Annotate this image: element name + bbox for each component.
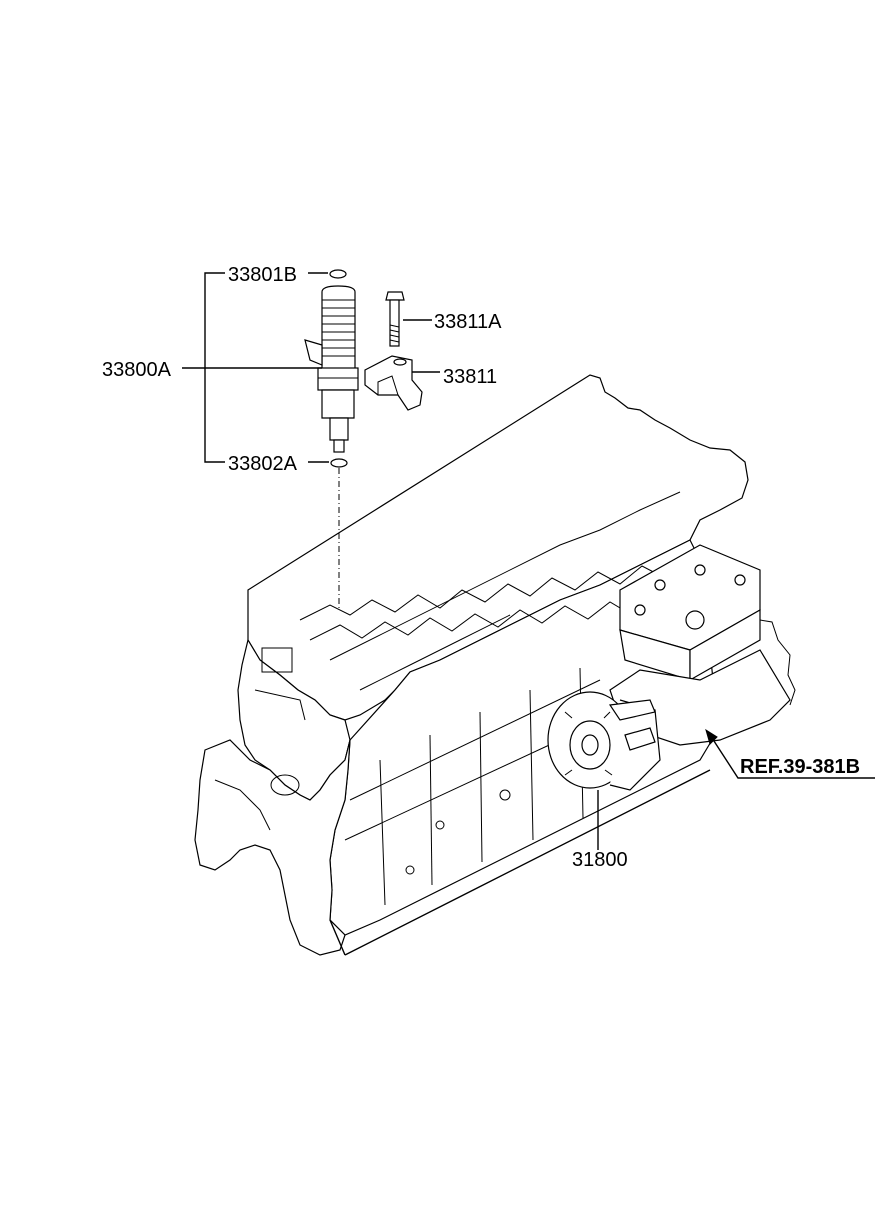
reference-label: REF.39-381B [740, 756, 860, 778]
clamp-bolt [385, 291, 405, 347]
callout-33811A: 33811A [434, 311, 502, 333]
callout-33801B: 33801B [228, 264, 297, 286]
callout-33811: 33811 [443, 366, 497, 388]
callout-31800: 31800 [572, 849, 628, 871]
fuel-pump [547, 691, 661, 791]
injector-assembly [304, 285, 359, 453]
engine-block [194, 374, 749, 956]
injector-oring-lower [330, 458, 348, 468]
callout-33800A: 33800A [102, 359, 172, 381]
injector-clamp [364, 355, 423, 411]
callout-33802A: 33802A [228, 453, 298, 475]
leader-lines [182, 272, 875, 850]
injector-oring-upper [329, 269, 347, 279]
